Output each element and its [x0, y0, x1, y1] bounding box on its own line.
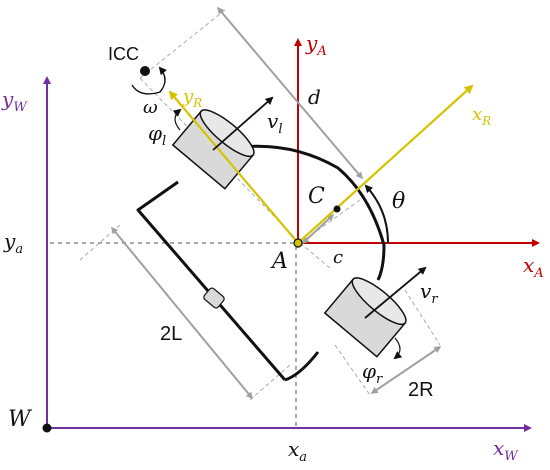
left-wheel-rotation-arc: [172, 108, 182, 131]
label-c: c: [333, 247, 343, 268]
right-wheel-rotation-arc: [393, 337, 403, 360]
label-xA: xA: [523, 253, 544, 281]
robot-y-axis: [168, 90, 299, 244]
label-xa: xa: [288, 437, 307, 465]
label-ya: ya: [3, 229, 23, 257]
label-xW: xW: [493, 436, 519, 464]
robot-x-axis: [297, 84, 474, 244]
dimension-2L: [111, 226, 253, 400]
chassis-arc: [231, 144, 386, 281]
label-yA: yA: [305, 31, 327, 59]
label-A: A: [270, 249, 288, 274]
label-yR: yR: [182, 86, 202, 110]
left-wheel-velocity-arrow: [212, 96, 274, 151]
icc-point: [140, 66, 150, 76]
label-vl: vl: [267, 109, 282, 137]
label-omega: ω: [143, 97, 158, 118]
guide-lines: [50, 242, 300, 430]
label-phil: φl: [148, 121, 166, 149]
world-frame: [42, 76, 532, 433]
robot-frame-R: [168, 84, 474, 244]
right-wheel-velocity-arrow: [364, 266, 427, 319]
omega-arc: [131, 66, 167, 95]
label-2R: 2R: [408, 379, 434, 401]
dimension-lines: [111, 6, 442, 400]
label-ICC: ICC: [108, 44, 139, 64]
label-2L: 2L: [160, 323, 182, 345]
point-C: [333, 205, 341, 213]
label-W: W: [8, 407, 33, 432]
label-d: d: [308, 85, 321, 109]
point-A: [293, 238, 303, 248]
dimension-2R: [370, 346, 442, 394]
chassis-front-arc: [284, 351, 320, 382]
world-origin-dot: [42, 423, 52, 433]
label-C: C: [308, 184, 325, 209]
theta-arc: [364, 184, 389, 244]
body-frame-A: [294, 38, 540, 247]
dimension-d: [217, 6, 363, 180]
dimension-c: [301, 213, 335, 245]
label-xR: xR: [472, 104, 491, 128]
label-theta: θ: [392, 189, 405, 214]
label-yW: yW: [1, 87, 28, 115]
label-phir: φr: [362, 359, 383, 387]
label-vr: vr: [420, 279, 438, 307]
labels: yW xW W ya xa yA xA A yR xR C c d θ ICC …: [1, 31, 544, 465]
